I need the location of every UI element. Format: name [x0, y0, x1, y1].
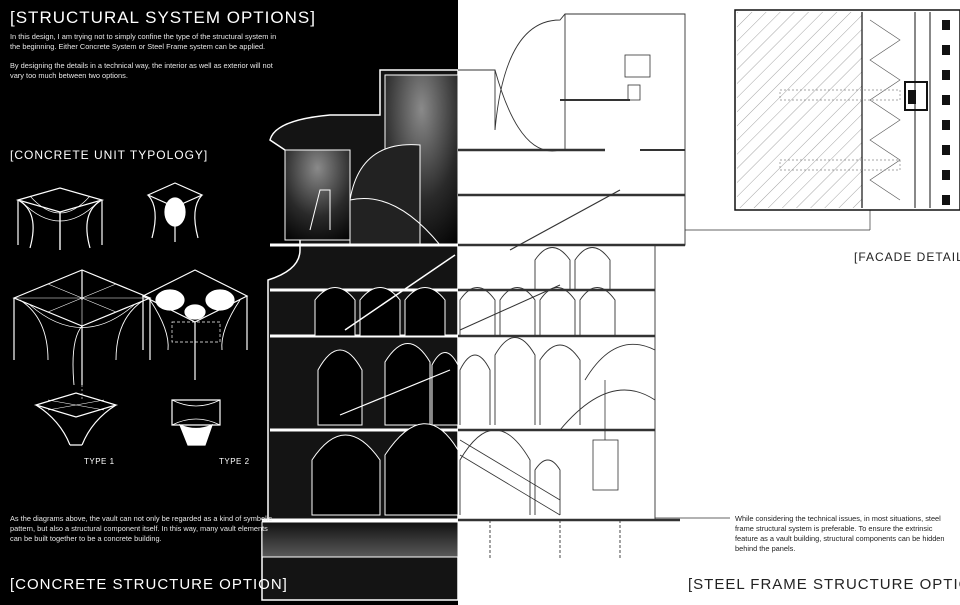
structural-options-title: [STRUCTURAL SYSTEM OPTIONS]: [10, 8, 316, 27]
facade-detail-label: [FACADE DETAIL]: [854, 250, 960, 264]
concrete-option-title: [CONCRETE STRUCTURE OPTION]: [10, 576, 288, 593]
concrete-description: As the diagrams above, the vault can not…: [10, 514, 273, 543]
typology-title: [CONCRETE UNIT TYPOLOGY]: [10, 148, 209, 162]
type2-diagram: [141, 182, 249, 446]
type2-label: TYPE 2: [219, 457, 250, 466]
steel-option-title: [STEEL FRAME STRUCTURE OPTION]: [688, 576, 960, 593]
intro-text: In this design, I am trying not to simpl…: [10, 32, 278, 90]
steel-description: While considering the technical issues, …: [735, 514, 945, 553]
steel-section: [458, 13, 871, 560]
mechanical-detail: [592, 54, 651, 491]
type1-diagram: [12, 187, 152, 446]
type1-label: TYPE 1: [84, 457, 115, 466]
intro-paragraph-1: In this design, I am trying not to simpl…: [10, 32, 277, 51]
facade-detail: [734, 9, 960, 211]
intro-paragraph-2: By designing the details in a technical …: [10, 61, 273, 80]
concrete-section: [261, 69, 458, 601]
